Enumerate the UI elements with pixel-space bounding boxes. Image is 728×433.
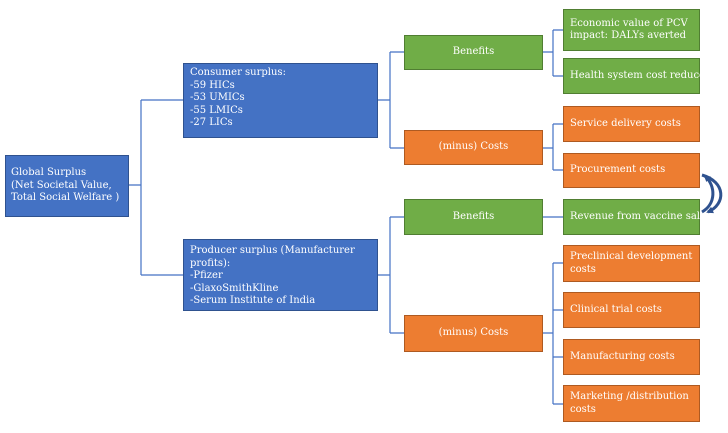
- preclinical-development-costs-line: costs: [570, 263, 596, 275]
- consumer-surplus-line: -55 LMICs: [190, 104, 243, 116]
- manufacturing-costs-box: Manufacturing costs: [563, 339, 700, 375]
- marketing-distribution-costs-box: Marketing /distribution costs: [563, 385, 700, 422]
- producer-surplus-line: Producer surplus (Manufacturer: [190, 245, 355, 256]
- connector-root: [129, 99, 183, 276]
- producer-benefits-box: Benefits: [404, 199, 543, 235]
- revenue-vaccine-sales-line: Revenue from vaccine sales: [570, 210, 712, 222]
- consumer-surplus-line: -53 UMICs: [190, 92, 245, 103]
- marketing-distribution-costs-line: Marketing /distribution: [570, 391, 689, 402]
- economic-value-box: Economic value of PCV impact: DALYs aver…: [563, 9, 700, 51]
- service-delivery-costs-box: Service delivery costs: [563, 106, 700, 142]
- procurement-costs-box: Procurement costs: [563, 153, 700, 188]
- producer-surplus-line: -GlaxoSmithKline: [190, 282, 279, 294]
- health-system-cost-line: Health system cost reduced: [570, 69, 712, 81]
- clinical-trial-costs-box: Clinical trial costs: [563, 292, 700, 328]
- revenue-vaccine-sales-box: Revenue from vaccine sales: [563, 199, 712, 235]
- global-surplus-box: Global Surplus (Net Societal Value, Tota…: [5, 155, 129, 217]
- manufacturing-costs-line: Manufacturing costs: [570, 350, 675, 362]
- producer-surplus-line: -Serum Institute of India: [190, 295, 316, 306]
- preclinical-development-costs-box: Preclinical development costs: [563, 245, 700, 282]
- producer-surplus-line: profits):: [190, 257, 231, 269]
- consumer-surplus-line: Consumer surplus:: [190, 67, 286, 78]
- preclinical-development-costs-line: Preclinical development: [570, 251, 693, 262]
- producer-benefits-label: Benefits: [452, 210, 495, 222]
- consumer-surplus-line: -27 LICs: [190, 117, 233, 128]
- economic-value-line: impact: DALYs averted: [570, 30, 687, 41]
- consumer-costs-label: (minus) Costs: [438, 141, 509, 153]
- producer-costs-label: (minus) Costs: [438, 327, 509, 339]
- producer-surplus-box: Producer surplus (Manufacturer profits):…: [183, 239, 378, 311]
- global-surplus-line: Total Social Welfare ): [11, 192, 120, 204]
- connector-consumer-costs: [543, 123, 563, 171]
- economic-value-line: Economic value of PCV: [570, 17, 688, 29]
- global-surplus-line: Global Surplus: [11, 167, 87, 179]
- consumer-benefits-label: Benefits: [452, 46, 495, 58]
- connector-consumer: [378, 51, 404, 149]
- marketing-distribution-costs-line: costs: [570, 403, 596, 415]
- clinical-trial-costs-line: Clinical trial costs: [570, 303, 662, 315]
- procurement-revenue-arrow-back: [701, 174, 715, 214]
- consumer-benefits-box: Benefits: [404, 35, 543, 70]
- consumer-surplus-box: Consumer surplus: -59 HICs -53 UMICs -55…: [183, 63, 378, 138]
- connector-producer-costs: [543, 262, 563, 405]
- producer-costs-box: (minus) Costs: [404, 315, 543, 352]
- procurement-costs-line: Procurement costs: [570, 164, 666, 176]
- producer-surplus-line: -Pfizer: [190, 270, 223, 281]
- service-delivery-costs-line: Service delivery costs: [570, 117, 681, 129]
- consumer-surplus-line: -59 HICs: [190, 79, 235, 91]
- connector-producer: [378, 216, 404, 334]
- consumer-costs-box: (minus) Costs: [404, 130, 543, 165]
- connector-consumer-benefits: [543, 29, 563, 77]
- global-surplus-line: (Net Societal Value,: [11, 179, 112, 191]
- health-system-cost-box: Health system cost reduced: [563, 58, 712, 94]
